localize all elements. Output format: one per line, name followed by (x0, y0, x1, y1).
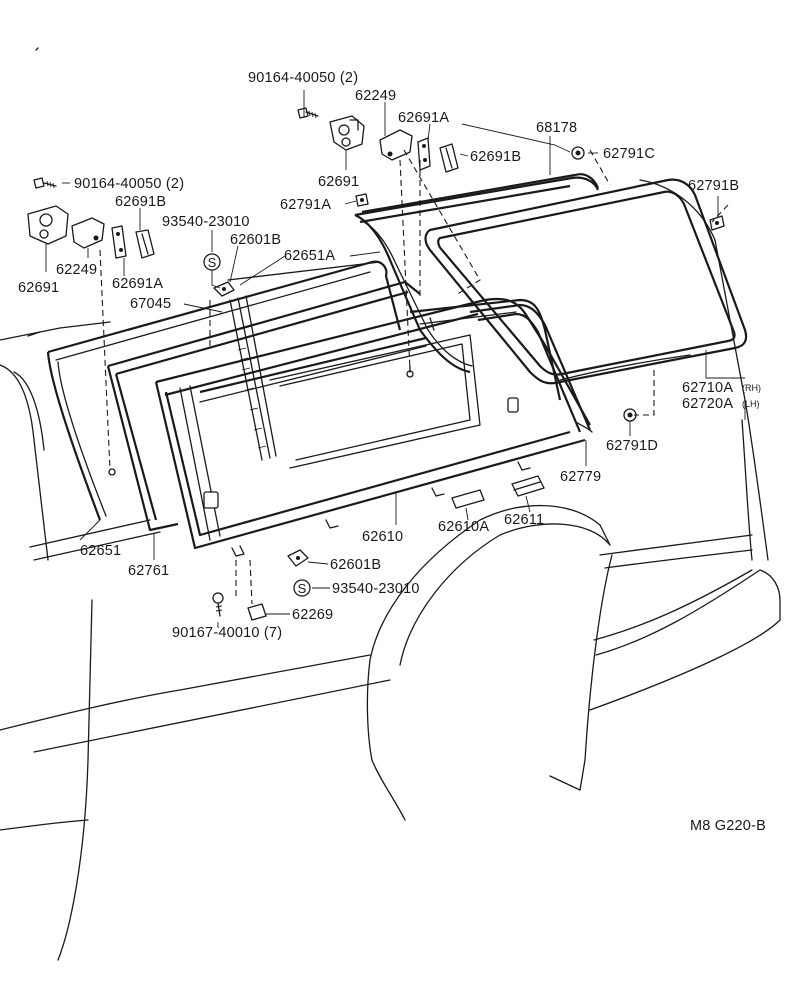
part-62691B-plate-left (135, 229, 155, 259)
part-62691-hinge-left (27, 205, 69, 245)
screw-90164-top (297, 107, 319, 119)
stray-mark (35, 47, 39, 51)
figure-code: M8 G220-B (690, 818, 766, 834)
label-62269: 62269 (292, 607, 333, 623)
part-68178-molding (361, 173, 600, 214)
label-62249-top: 62249 (355, 88, 396, 104)
label-62791B: 62791B (688, 178, 739, 194)
label-68178: 68178 (536, 120, 577, 136)
cover-62611 (511, 475, 545, 497)
label-62611: 62611 (504, 512, 544, 528)
nut-62791B (709, 215, 725, 231)
label-62601B-top: 62601B (230, 232, 281, 248)
label-62651A: 62651A (284, 248, 335, 264)
label-62761: 62761 (128, 563, 169, 579)
block-62269 (247, 603, 267, 621)
label-62610: 62610 (362, 529, 403, 545)
part-62691A-plate-top (417, 137, 431, 171)
screw-90164-left (33, 177, 57, 189)
label-62691A-top: 62691A (398, 110, 449, 126)
label-90164-40050-left: 90164-40050 (2) (74, 176, 184, 192)
label-62610A: 62610A (438, 519, 489, 535)
label-62691B-top: 62691B (470, 149, 521, 165)
label-62720A: 62720A (682, 396, 733, 412)
svg-text:S: S (208, 255, 217, 270)
part-inner-glass-channel (199, 295, 562, 469)
label-62779: 62779 (560, 469, 601, 485)
label-62791C: 62791C (603, 146, 655, 162)
part-labels: 90164-40050 (2) 62249 62691A 68178 62791… (18, 70, 766, 834)
clip-62601B-top (213, 281, 235, 297)
part-62691A-plate-left (111, 225, 127, 259)
nut-62791C (571, 146, 585, 160)
part-62779-weatherstrip (469, 303, 593, 433)
part-62249-bracket-left (71, 217, 105, 249)
label-62691B-left: 62691B (115, 194, 166, 210)
label-67045: 67045 (130, 296, 171, 312)
label-62710A-side: (RH) (742, 383, 761, 393)
leader-lines (45, 90, 746, 628)
label-62651: 62651 (80, 543, 121, 559)
nut-62791A (355, 193, 369, 207)
label-62691A-left: 62691A (112, 276, 163, 292)
label-93540-23010-top: 93540-23010 (162, 214, 250, 230)
s-mark-bottom: S (293, 579, 311, 597)
label-90167-40010: 90167-40010 (7) (172, 625, 282, 641)
part-62691B-plate-top (439, 143, 459, 173)
label-62791A: 62791A (280, 197, 331, 213)
assembly-dashed-lines (99, 149, 729, 605)
svg-text:S: S (298, 581, 307, 596)
part-62761-weatherstrip (106, 280, 421, 532)
label-62249-left: 62249 (56, 262, 97, 278)
label-93540-23010-bottom: 93540-23010 (332, 581, 420, 597)
label-62691-left: 62691 (18, 280, 59, 296)
body-panel-outline (0, 179, 781, 961)
bolt-90167 (212, 592, 224, 617)
part-62710A-quarter-glass (424, 178, 748, 385)
label-90164-40050-top: 90164-40050 (2) (248, 70, 358, 86)
clip-62601B-bottom (287, 549, 309, 567)
catch-screws (108, 365, 414, 476)
s-mark-top: S (203, 253, 221, 271)
label-62710A: 62710A (682, 380, 733, 396)
cover-62610A (451, 489, 485, 509)
label-62791D: 62791D (606, 438, 658, 454)
part-62249-bracket-top (379, 129, 413, 161)
part-62691-hinge-top (329, 115, 365, 151)
label-62691-top: 62691 (318, 174, 359, 190)
label-62601B-bottom: 62601B (330, 557, 381, 573)
label-62720A-side: (LH) (742, 399, 760, 409)
part-62651-outer-glass (46, 260, 402, 521)
